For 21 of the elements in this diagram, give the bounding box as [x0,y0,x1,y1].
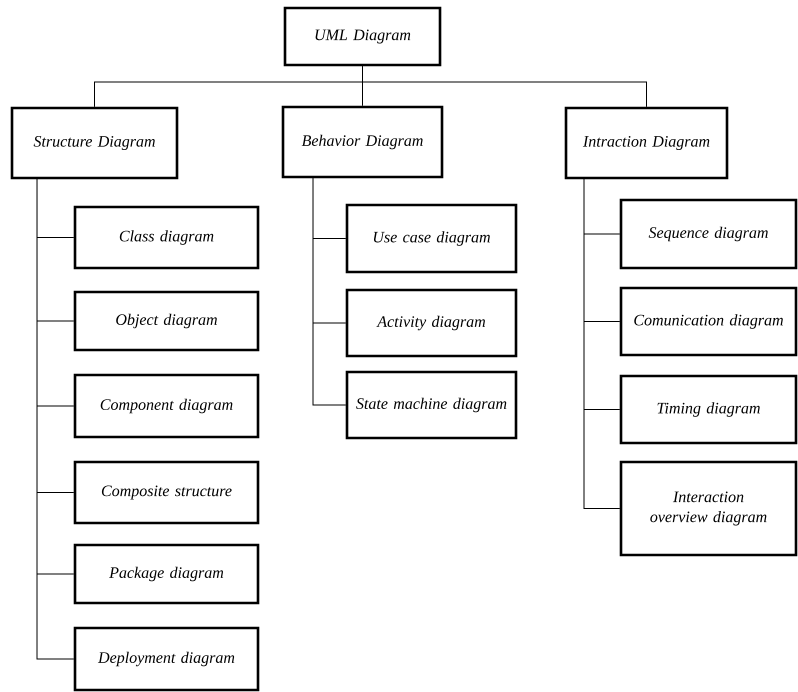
connector-line [362,66,647,108]
diagram-box: Class diagram [74,206,260,270]
diagram-box: UML Diagram [284,6,442,66]
diagram-box: Interaction overview diagram [620,460,798,556]
diagram-box: Behavior Diagram [282,106,444,178]
diagram-box: Comunication diagram [620,286,798,356]
diagram-box: Intraction Diagram [564,106,728,180]
diagram-box: Timing diagram [620,374,798,444]
diagram-box: Use case diagram [346,204,518,274]
diagram-box: Structure Diagram [10,106,178,180]
connector-line [36,178,74,660]
diagram-box: Component diagram [74,374,260,438]
diagram-box: Deployment diagram [74,626,260,692]
diagram-box: Object diagram [74,290,260,352]
diagram-box: Activity diagram [346,288,518,358]
connector-line [312,178,346,406]
connector-line [584,178,620,509]
diagram-box: Package diagram [74,544,260,604]
diagram-box: Composite structure [74,460,260,524]
diagram-box: State machine diagram [346,370,518,440]
diagram-box: Sequence diagram [620,198,798,270]
